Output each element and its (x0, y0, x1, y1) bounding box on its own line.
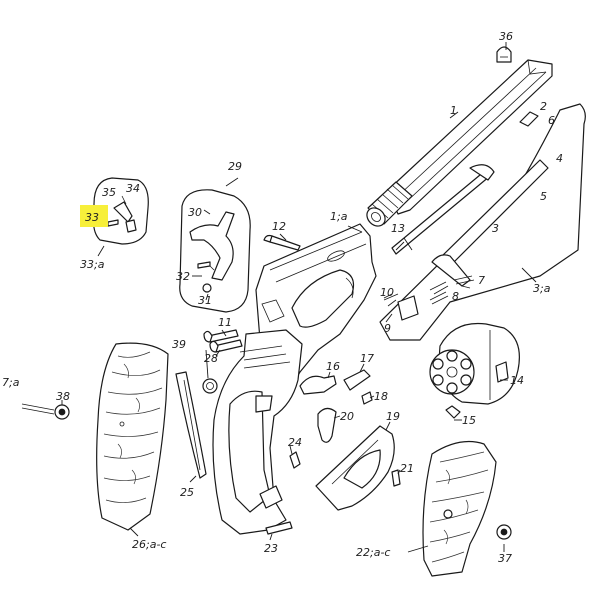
part-36-front-sight (496, 46, 512, 63)
label-7: 7 (478, 274, 485, 287)
label-37: 37 (498, 552, 512, 565)
part-38-escutcheon (21, 403, 70, 420)
part-20 (317, 407, 337, 443)
label-13: 13 (391, 222, 405, 235)
label-25: 25 (180, 486, 194, 499)
label-31: 31 (198, 294, 212, 307)
label-11: 11 (218, 316, 232, 329)
part-8 (429, 291, 449, 305)
barrel-threads (366, 181, 413, 227)
label-30: 30 (188, 206, 202, 219)
label-5: 5 (540, 190, 547, 203)
part-18 (361, 391, 373, 405)
label-29: 29 (228, 160, 242, 173)
part-12-screw (263, 234, 301, 251)
part-3a-panel (379, 103, 586, 341)
part-37-escutcheon (496, 524, 512, 540)
part-2 (519, 111, 539, 127)
label-4: 4 (556, 152, 563, 165)
label-18: 18 (374, 390, 388, 403)
part-34 (113, 201, 133, 223)
part-1-barrel (387, 59, 553, 215)
label-33a: 33;a (80, 258, 105, 271)
part-29-box (179, 177, 251, 313)
label-3: 3 (492, 222, 499, 235)
label-7a: 7;a (2, 376, 20, 389)
part-24 (289, 451, 301, 469)
part-30-hand (189, 211, 235, 281)
part-10 (383, 293, 399, 301)
label-15: 15 (462, 414, 476, 427)
label-17: 17 (360, 352, 374, 365)
label-26: 26;a-c (132, 538, 166, 551)
label-10: 10 (380, 286, 394, 299)
label-32: 32 (176, 270, 190, 283)
part-17 (343, 369, 371, 391)
label-21: 21 (400, 462, 414, 475)
label-12: 12 (272, 220, 286, 233)
part-14-cylinder (429, 322, 520, 405)
label-36: 36 (499, 30, 513, 43)
label-39: 39 (172, 338, 186, 351)
part-26-left-grip (96, 342, 169, 531)
part-23 (265, 521, 293, 535)
label-2: 2 (540, 100, 547, 113)
part-39-washer (202, 378, 218, 394)
part-13-rod (391, 164, 495, 255)
part-11-28-screws (203, 329, 243, 353)
label-22: 22;a-c (356, 546, 390, 559)
label-23: 23 (264, 542, 278, 555)
part-22-right-grip (422, 441, 497, 577)
grip-frame (212, 329, 303, 535)
part-33a-box (93, 177, 149, 257)
highlight-33 (80, 205, 108, 227)
label-19: 19 (386, 410, 400, 423)
leader-lines (61, 42, 508, 553)
part-19-trigger-guard (315, 425, 395, 511)
part-31 (202, 283, 212, 293)
part-labels: 36 1 2 6 4 5 3 3;a 7 8 10 9 13 1;a 12 29… (2, 30, 563, 565)
label-3a: 3;a (533, 282, 551, 295)
label-9: 9 (384, 322, 391, 335)
label-8: 8 (452, 290, 459, 303)
label-20: 20 (340, 410, 354, 423)
part-25-mainspring (175, 371, 207, 479)
label-34: 34 (126, 182, 140, 195)
label-1a: 1;a (330, 210, 348, 223)
label-14: 14 (510, 374, 524, 387)
label-33: 33 (85, 211, 99, 224)
pins-center-right (383, 291, 449, 305)
label-6: 6 (548, 114, 555, 127)
label-35: 35 (102, 186, 116, 199)
part-16 (299, 375, 337, 395)
part-15-nipple (445, 405, 461, 419)
label-28: 28 (204, 352, 218, 365)
part-9 (397, 295, 419, 321)
label-38: 38 (56, 390, 70, 403)
label-24: 24 (288, 436, 302, 449)
label-1: 1 (450, 104, 457, 117)
trigger-parts (299, 369, 373, 443)
part-32 (197, 261, 211, 269)
label-16: 16 (326, 360, 340, 373)
